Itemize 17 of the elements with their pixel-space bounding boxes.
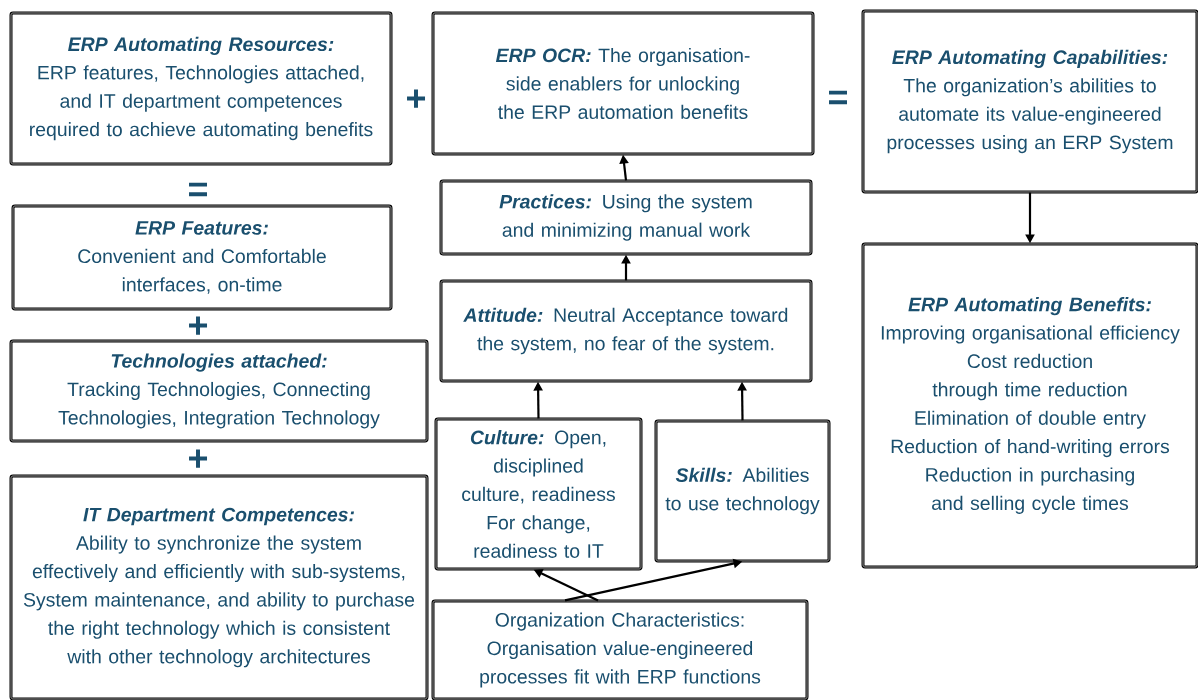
text-box: IT Department Competences: Ability to synchronize the system effectively and efficiently with sub-systems, System maintenance, and ability to purchase the right technology which is consistent with other technology architectures [9, 474, 429, 700]
text-box: ERP OCR: The organisation-side enablers for unlocking the ERP automation benefits [431, 11, 815, 156]
text-box: Attitude: Neutral Acceptance toward the system, no fear of the system. [439, 279, 813, 383]
operator-sign: = [829, 90, 847, 105]
text-box: ERP Automating Capabilities: The organization’s abilities to automate its value-engineered processes using an ERP System [861, 9, 1198, 194]
text-box: Practices: Using the system and minimizing manual work [439, 179, 813, 256]
text-box: ERP Automating Benefits: Improving organisational efficiency Cost reduction through time reduction Elimination of double entry Reduction of hand-writing errors Reduction in purchasing and selling cycle times [861, 242, 1198, 569]
text-box: ERP Automating Resources: ERP features, Technologies attached, and IT department competences required to achieve automating benefits [9, 11, 393, 166]
operator-sign: + [189, 449, 207, 468]
operator-sign: = [189, 182, 207, 197]
operator-sign: + [189, 316, 207, 335]
text-box: Technologies attached: Tracking Technologies, Connecting Technologies, Integration Technology [9, 339, 429, 443]
text-box: Skills: Abilities to use technology [654, 419, 831, 563]
text-box: Culture: Open, disciplined culture, readiness For change, readiness to IT [434, 417, 643, 571]
text-box: ERP Features: Convenient and Comfortable interfaces, on-time [11, 204, 393, 311]
text-box: Organization Characteristics: Organisation value-engineered processes fit with ERP functions [431, 599, 809, 700]
operator-sign: + [407, 89, 425, 108]
